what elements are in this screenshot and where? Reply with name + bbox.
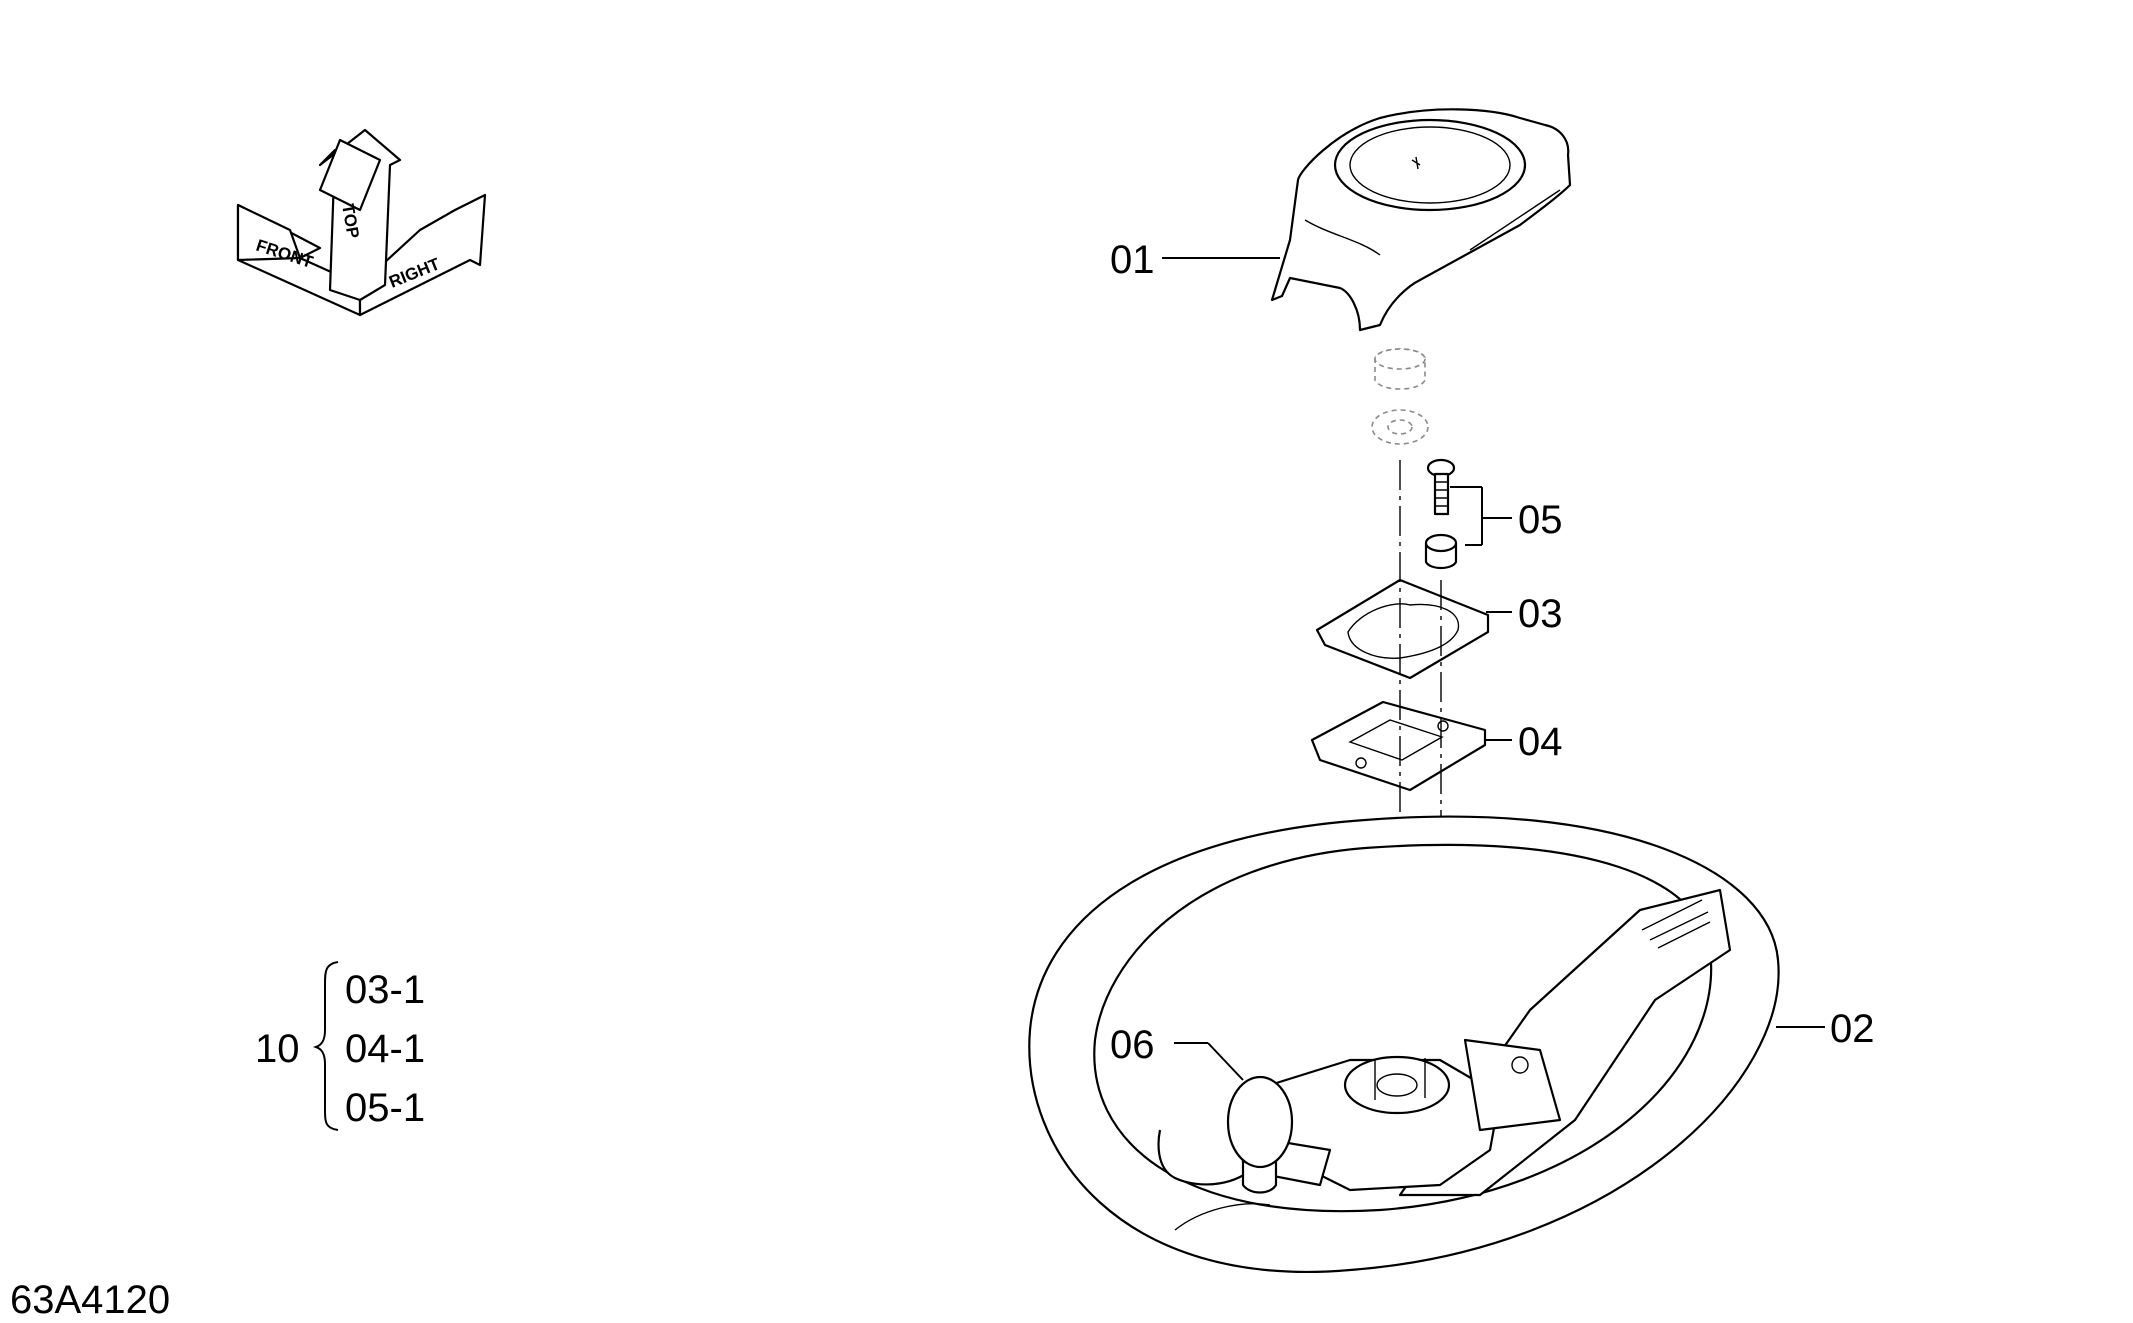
kit-number: 10 [255, 1027, 300, 1071]
kit-item: 04-1 [345, 1027, 425, 1071]
knob-part [1226, 1075, 1294, 1194]
bolt-and-collar-part [1424, 458, 1458, 570]
horn-pad-part [1270, 108, 1572, 332]
drawing-number: 63A4120 [10, 1278, 170, 1322]
plate-part [1315, 578, 1490, 680]
gasket-part [1310, 700, 1487, 792]
callout-03: 03 [1518, 592, 1563, 636]
orientation-indicator: FRONT TOP RIGHT [236, 128, 487, 317]
callout-05: 05 [1518, 498, 1563, 542]
kit-item: 03-1 [345, 968, 425, 1012]
callout-06: 06 [1110, 1023, 1155, 1067]
leader-lines [1162, 257, 1825, 1081]
kit-listing: 10 03-1 04-1 05-1 [255, 961, 425, 1131]
nut-ghost [1371, 348, 1429, 445]
callout-04: 04 [1518, 720, 1563, 764]
callout-01: 01 [1110, 238, 1155, 282]
callout-02: 02 [1830, 1007, 1875, 1051]
kit-item: 05-1 [345, 1086, 425, 1130]
kit-brace [312, 961, 339, 1131]
